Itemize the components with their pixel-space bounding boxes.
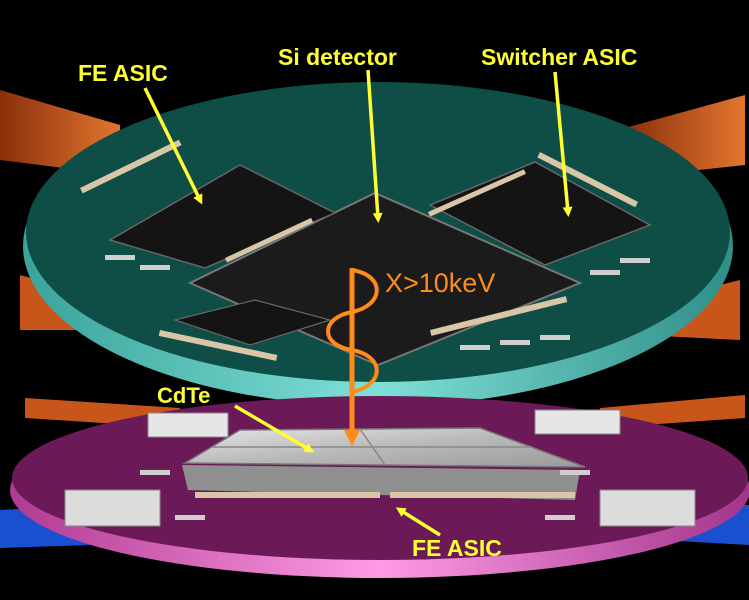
xray-energy-label: X>10keV bbox=[385, 268, 495, 298]
top-pcb-board bbox=[23, 82, 733, 406]
fe-asic-bottom-label: FE ASIC bbox=[412, 535, 502, 561]
bottom-pcb-board bbox=[10, 396, 749, 578]
fe-asic-top-label: FE ASIC bbox=[78, 60, 168, 86]
si-detector-label: Si detector bbox=[278, 44, 397, 70]
cdte-label: CdTe bbox=[157, 383, 210, 408]
switcher-asic-label: Switcher ASIC bbox=[481, 44, 637, 70]
